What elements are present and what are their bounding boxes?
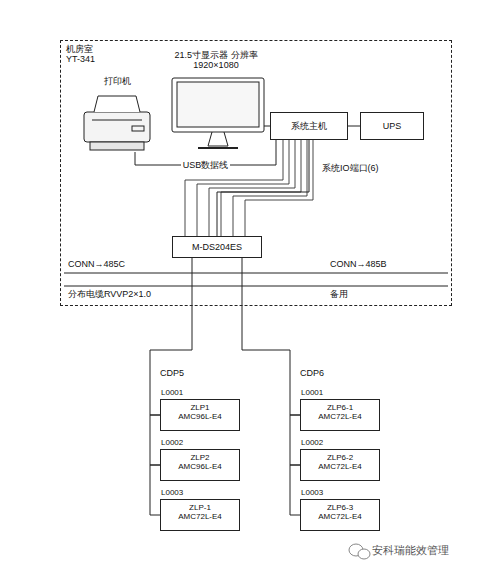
meter-tag: ZLP1 (165, 403, 235, 412)
meter-tag: ZLP6-2 (305, 453, 375, 462)
meter-model: AMC72L-E4 (305, 512, 375, 521)
printer-panel (132, 126, 144, 131)
connector-wire (150, 465, 160, 515)
bus-lines (64, 273, 448, 286)
meter-tag: ZLP-1 (165, 503, 235, 512)
wire-label: USB数据线 (181, 160, 231, 170)
node-label: UPS (383, 121, 402, 131)
bundle-wire (245, 140, 313, 236)
meter-number: L0001 (161, 388, 183, 397)
monitor-frame (172, 78, 264, 132)
cable-label: 分布电缆RVVP2×1.0 (68, 289, 151, 299)
node-label: 打印机 (72, 76, 162, 86)
meter-box: L0002ZLP2AMC96L-E4 (160, 449, 240, 481)
bus-label: CONN→485B (330, 259, 387, 269)
connector-wire (290, 415, 300, 465)
printer-slot (92, 120, 142, 121)
node-label: 系统主机 (291, 121, 327, 131)
meter-box: L0003ZLP-1AMC72L-E4 (160, 499, 240, 531)
node-label: 21.5寸显示器 分辨率1920×1080 (168, 50, 264, 71)
bus-line (64, 273, 448, 274)
connector-wire (348, 126, 360, 127)
printer-paper (94, 96, 140, 112)
printer-body (84, 112, 150, 142)
bus-label: CONN→485C (68, 259, 125, 269)
host-computer: 系统主机 (270, 112, 348, 140)
bundle-wire (233, 140, 307, 236)
connector-wire (217, 140, 309, 236)
node-label: M-DS204ES (192, 242, 242, 252)
meter-box: L0002ZLP6-2AMC72L-E4 (300, 449, 380, 481)
watermark: 安科瑞能效管理 (372, 544, 449, 557)
meter-model: AMC96L-E4 (165, 412, 235, 421)
meter-box: L0003ZLP6-3AMC72L-E4 (300, 499, 380, 531)
meter-model: AMC72L-E4 (305, 412, 375, 421)
meter-number: L0002 (301, 438, 323, 447)
meter-box: L0001ZLP1AMC96L-E4 (160, 399, 240, 431)
printer-tray (90, 142, 144, 150)
meter-number: L0003 (301, 488, 323, 497)
meter-model: AMC72L-E4 (305, 462, 375, 471)
connector-wire (290, 465, 300, 515)
meter-tag: ZLP2 (165, 453, 235, 462)
meter-tag: ZLP6-1 (305, 403, 375, 412)
connector-wire (150, 415, 160, 465)
wechat-icon (349, 544, 370, 559)
monitor-drawing (172, 78, 264, 148)
connector-wire (242, 258, 300, 415)
meter-tag: ZLP6-3 (305, 503, 375, 512)
port-label: 系统IO端口(6) (322, 163, 379, 173)
panel-label: CDP6 (300, 368, 324, 378)
bundle-wire (209, 140, 295, 236)
converter-box: M-DS204ES (172, 236, 262, 258)
ups-box: UPS (360, 112, 424, 140)
bus-line (64, 286, 448, 287)
monitor-screen (177, 82, 259, 127)
meter-box: L0001ZLP6-1AMC72L-E4 (300, 399, 380, 431)
spare-label: 备用 (330, 289, 348, 299)
printer-drawing (84, 96, 150, 150)
meter-model: AMC96L-E4 (165, 462, 235, 471)
meter-number: L0003 (161, 488, 183, 497)
panel-label: CDP5 (160, 368, 184, 378)
meter-number: L0001 (301, 388, 323, 397)
meter-model: AMC72L-E4 (165, 512, 235, 521)
monitor-stand (208, 132, 228, 146)
monitor: 21.5寸显示器 分辨率1920×1080 (168, 50, 264, 154)
cable-bundle (185, 140, 313, 236)
meter-number: L0002 (161, 438, 183, 447)
printer: 打印机 (72, 76, 162, 152)
monitor-base (198, 147, 238, 149)
icon-bubble (358, 549, 370, 559)
connector-wire (150, 258, 192, 415)
